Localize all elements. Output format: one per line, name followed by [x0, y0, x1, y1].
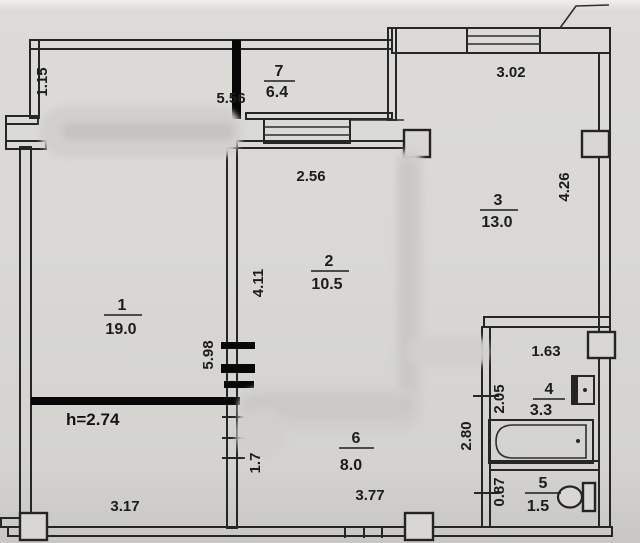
dim-door-wall: 1.7 [247, 453, 264, 474]
dim-bath-width: 1.63 [531, 343, 560, 360]
dim-bath-height: 2.05 [491, 384, 508, 413]
room-label-6: 6 8.0 [339, 430, 374, 474]
redaction-blurs [40, 106, 489, 460]
room-label-3: 3 13.0 [480, 192, 518, 231]
marker-hash [221, 364, 255, 373]
room-number: 6 [352, 430, 361, 447]
wall-left-upper [29, 39, 40, 119]
dim-room1-width: 3.17 [110, 498, 139, 515]
dim-room6-width: 3.77 [355, 487, 384, 504]
room-label-7: 7 6.4 [264, 63, 295, 101]
wall-room1-room2 [226, 147, 238, 529]
room-area: 6.4 [266, 84, 288, 101]
dim-room3-height: 4.26 [556, 172, 573, 201]
dim-top-right-width: 3.02 [496, 64, 525, 81]
bathtub-icon [488, 419, 594, 464]
room-number: 3 [494, 192, 503, 209]
room-number: 7 [275, 63, 284, 80]
room-number: 1 [118, 297, 127, 314]
dim-wc-height: 0.87 [491, 477, 508, 506]
window-icon-loggia [263, 118, 351, 144]
column-icon [580, 129, 611, 159]
marker-hash [224, 381, 254, 388]
column-icon [586, 330, 617, 360]
marker-annotations [31, 40, 255, 405]
room-area: 19.0 [105, 321, 136, 338]
wall-left-lower [19, 146, 32, 530]
dim-room2-width: 2.56 [296, 168, 325, 185]
room-label-5: 5 1.5 [525, 475, 561, 515]
room-number: 2 [325, 253, 334, 270]
wall-top-left [29, 39, 393, 50]
toilet-icon [556, 481, 597, 513]
dim-room2-height: 4.11 [250, 269, 267, 297]
room-label-4: 4 3.3 [530, 381, 565, 419]
dim-left-top: 1.15 [34, 67, 51, 96]
room-area: 1.5 [527, 498, 549, 515]
marker-wall-line [232, 40, 241, 119]
room-area: 10.5 [311, 276, 342, 293]
room-area: 13.0 [481, 214, 512, 231]
room-area: 8.0 [340, 457, 362, 474]
dim-top-left-width: 5.56 [216, 90, 245, 107]
wall-bottom [7, 526, 613, 537]
ceiling-height-note: h=2.74 [66, 410, 120, 429]
door-swing-icon [559, 4, 610, 29]
walls [0, 27, 613, 537]
column-icon [403, 511, 435, 542]
dim-room1-wall: 5.98 [200, 340, 217, 369]
washbasin-icon [571, 375, 595, 405]
wall-bottom-left-step [0, 517, 21, 528]
marker-wall-line [31, 397, 240, 405]
room-area: 3.3 [530, 402, 552, 419]
wall-right [598, 52, 611, 528]
window-icon-room3 [466, 28, 541, 53]
room-number: 4 [545, 381, 554, 398]
marker-hash [221, 342, 255, 349]
wall-bath-wc [489, 460, 600, 471]
column-icon [18, 511, 49, 542]
room-number: 5 [539, 475, 548, 492]
dim-hall-height: 2.80 [458, 421, 475, 450]
room-label-2: 2 10.5 [311, 253, 349, 293]
wall-room3-bottom [483, 316, 611, 328]
wall-top-right [391, 27, 611, 54]
room-label-1: 1 19.0 [104, 297, 142, 338]
